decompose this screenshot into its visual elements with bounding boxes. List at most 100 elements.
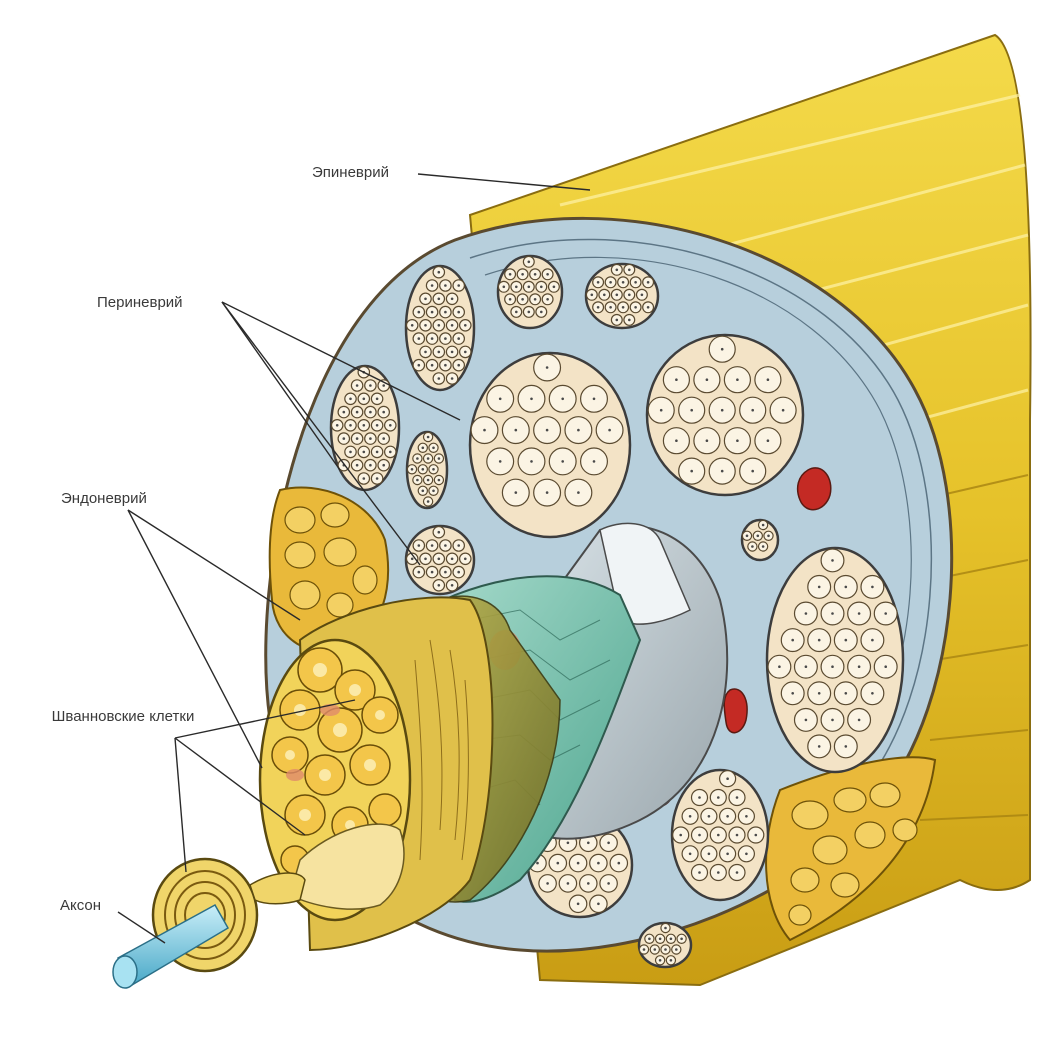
nerve-fiber-nucleus: [382, 410, 386, 414]
nerve-fiber-nucleus: [831, 665, 834, 668]
nerve-fiber-nucleus: [577, 491, 580, 494]
nerve-fiber-nucleus: [607, 882, 610, 885]
nerve-fiber-nucleus: [658, 959, 662, 962]
nerve-fiber-nucleus: [437, 530, 441, 534]
nerve-fiber-nucleus: [508, 273, 512, 276]
nerve-fiber-nucleus: [628, 293, 631, 297]
nerve-fiber-nucleus: [596, 281, 600, 284]
nerve-fiber-nucleus: [437, 297, 441, 301]
nerve-fiber-nucleus: [382, 437, 386, 440]
nerve-fiber-nucleus: [659, 408, 663, 412]
nerve-fiber-nucleus: [561, 460, 564, 463]
nerve-fiber-nucleus: [556, 861, 560, 865]
nerve-fiber-nucleus: [432, 446, 435, 450]
nerve-fiber-nucleus: [844, 745, 848, 748]
nerve-fiber-nucleus: [603, 293, 606, 297]
nerve-fiber-nucleus: [590, 293, 594, 297]
nerve-fiber-nucleus: [335, 424, 339, 427]
nerve-fiber-nucleus: [369, 463, 372, 467]
nerve-fiber-nucleus: [421, 468, 425, 471]
nerve-fiber-nucleus: [669, 959, 673, 962]
label-perineurium: Периневрий: [97, 294, 183, 311]
extended-fiber: [289, 823, 405, 910]
nerve-fiber-nucleus: [690, 408, 693, 412]
nerve-fiber-nucleus: [515, 285, 518, 289]
nerve-fiber-nucleus: [464, 324, 467, 327]
nerve-fiber-nucleus: [717, 871, 720, 874]
nerve-fiber-nucleus: [430, 544, 434, 547]
nerve-fiber-nucleus: [628, 318, 631, 322]
nerve-fiber-nucleus: [720, 347, 724, 351]
nerve-fiber-nucleus: [597, 902, 600, 906]
nerve-fiber-nucleus: [726, 777, 729, 780]
nerve-fiber-nucleus: [514, 491, 518, 494]
nerve-fiber-nucleus: [844, 692, 848, 695]
nerve-fiber-nucleus: [736, 378, 739, 382]
nerve-fiber-nucleus: [871, 638, 874, 642]
nerve-fiber-nucleus: [444, 284, 447, 287]
nerve-fiber-nucleus: [778, 665, 781, 668]
nerve-fiber-nucleus: [515, 310, 518, 314]
nerve-fiber-nucleus: [705, 439, 709, 443]
nerve-fiber-nucleus: [437, 478, 441, 482]
nerve-fiber-nucleus: [355, 384, 359, 387]
nerve-fiber-nucleus: [369, 437, 372, 440]
nerve-fiber-nucleus: [426, 478, 430, 482]
nerve-fiber-nucleus: [804, 718, 808, 722]
label-endoneurium: Эндоневрий: [61, 490, 147, 507]
nerve-fiber-nucleus: [615, 293, 619, 297]
nerve-fiber-nucleus: [527, 285, 531, 289]
nerve-fiber-nucleus: [498, 397, 502, 401]
nerve-fiber-nucleus: [349, 397, 352, 401]
nerve-fiber-nucleus: [362, 450, 366, 454]
nerve-fiber-nucleus: [444, 310, 447, 314]
nerve-fiber-nucleus: [450, 557, 454, 561]
nerve-fiber-nucleus: [457, 337, 461, 340]
nerve-fiber-nucleus: [720, 469, 724, 473]
nerve-fiber-nucleus: [664, 948, 667, 951]
nerve-fiber-nucleus: [884, 665, 887, 668]
nerve-fiber-nucleus: [621, 306, 625, 309]
nerve-fiber-nucleus: [857, 718, 861, 722]
nerve-fiber-nucleus: [426, 435, 430, 439]
nerve-fiber-nucleus: [437, 270, 441, 274]
nerve-fiber-nucleus: [432, 468, 435, 471]
nerve-fiber-nucleus: [410, 468, 414, 471]
nerve-fiber-nucleus: [658, 937, 662, 941]
nerve-fiber-nucleus: [698, 871, 701, 874]
nerve-fiber-nucleus: [417, 570, 421, 574]
nerve-fiber-nucleus: [457, 363, 461, 367]
nerve-fiber-nucleus: [421, 446, 425, 450]
nerve-fiber-nucleus: [577, 428, 580, 432]
nerve-fiber-nucleus: [450, 297, 454, 301]
nerve-fiber-nucleus: [609, 306, 612, 309]
nerve-fiber-nucleus: [421, 489, 425, 493]
nerve-fiber-nucleus: [831, 612, 834, 615]
nerve-fiber-nucleus: [675, 439, 678, 443]
nerve-fiber-nucleus: [767, 534, 770, 538]
nerve-fiber-nucleus: [751, 408, 754, 412]
nerve-fiber-nucleus: [751, 469, 754, 473]
nerve-fiber-nucleus: [545, 491, 549, 494]
nerve-fiber-nucleus: [450, 377, 454, 380]
nerve-fiber-nucleus: [745, 815, 748, 818]
nerve-fiber-nucleus: [432, 489, 435, 493]
nerve-fiber-nucleus: [502, 285, 506, 289]
label-axon: Аксон: [60, 897, 102, 914]
nerve-fiber-nucleus: [756, 534, 760, 538]
nerve-fiber-nucleus: [417, 544, 421, 547]
nerve-fiber-nucleus: [726, 852, 729, 856]
nerve-fiber-nucleus: [576, 902, 580, 906]
nerve-fiber-nucleus: [857, 612, 861, 615]
nerve-fiber-nucleus: [844, 585, 848, 589]
nerve-fiber-nucleus: [735, 833, 739, 837]
nerve-fiber-nucleus: [514, 428, 518, 432]
nerve-fiber-nucleus: [609, 281, 612, 284]
nerve-fiber-nucleus: [375, 477, 379, 480]
leader-lines: [117, 173, 591, 944]
nerve-fiber-nucleus: [817, 692, 821, 695]
nerve-fiber-nucleus: [791, 638, 794, 642]
nerve-fiber-nucleus: [536, 861, 539, 865]
nerve-fiber-nucleus: [389, 450, 392, 454]
nerve-fiber-nucleus: [717, 833, 720, 837]
